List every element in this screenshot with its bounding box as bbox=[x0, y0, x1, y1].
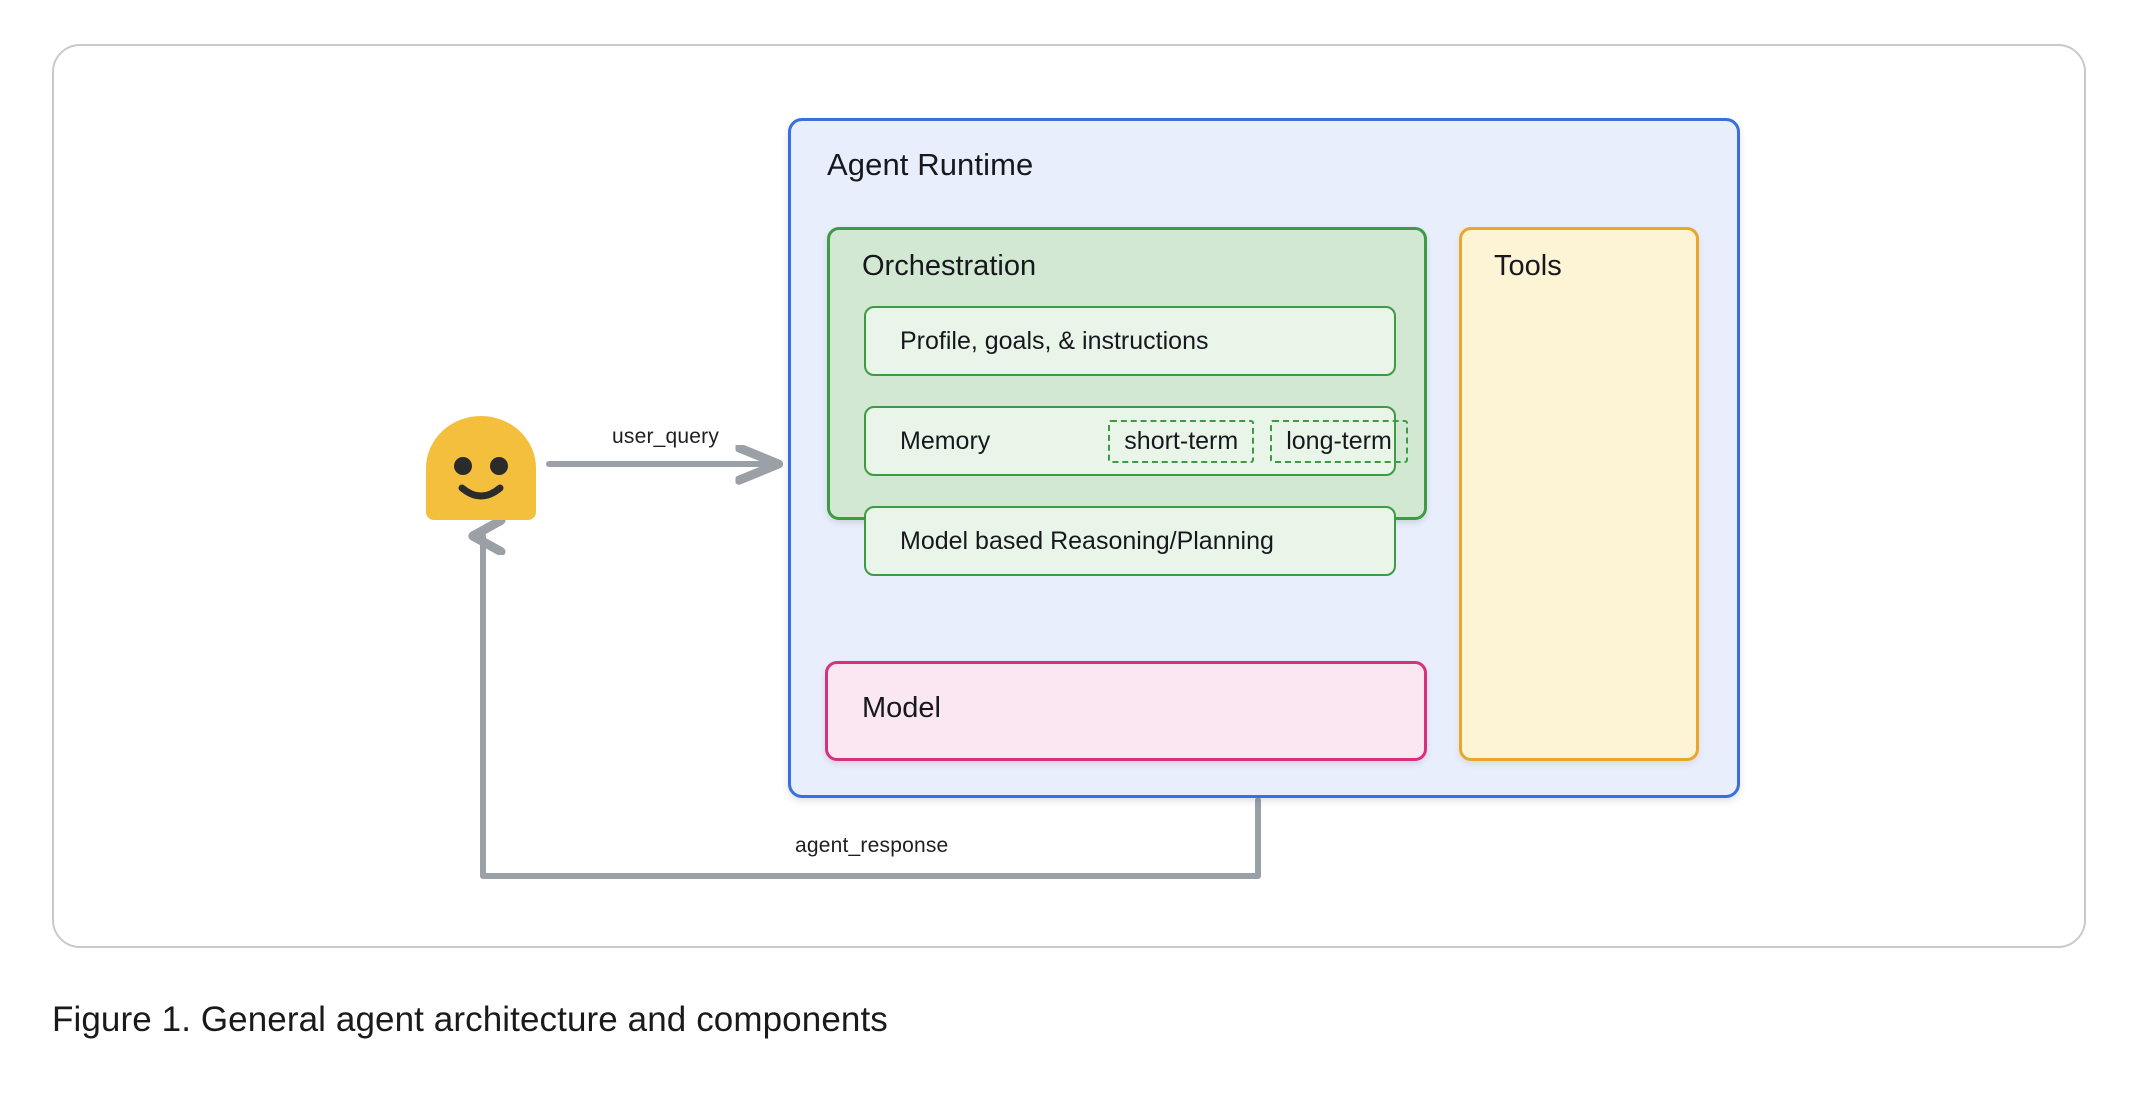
orchestration-row-profile: Profile, goals, & instructions bbox=[864, 306, 1396, 376]
orchestration-row-memory: Memory short-term long-term bbox=[864, 406, 1408, 476]
memory-tag-long-term: long-term bbox=[1270, 419, 1408, 463]
orchestration-row-label: Memory bbox=[900, 426, 991, 455]
figure-caption: Figure 1. General agent architecture and… bbox=[52, 1000, 888, 1039]
orchestration-title: Orchestration bbox=[862, 250, 1037, 282]
user-query-label: user_query bbox=[612, 425, 720, 448]
tools-title: Tools bbox=[1494, 250, 1562, 282]
memory-tag-short-term: short-term bbox=[1108, 419, 1255, 463]
memory-tags: short-term long-term bbox=[1108, 419, 1408, 463]
orchestration-row-reasoning: Model based Reasoning/Planning bbox=[864, 506, 1396, 576]
agent-response-label: agent_response bbox=[795, 834, 949, 857]
model-box: Model bbox=[825, 661, 1427, 761]
tools-box: Tools bbox=[1459, 227, 1699, 761]
orchestration-row-label: Model based Reasoning/Planning bbox=[900, 526, 1274, 555]
agent-runtime-box: Agent Runtime Orchestration Profile, goa… bbox=[788, 118, 1740, 798]
user-avatar-icon bbox=[426, 416, 536, 520]
model-title: Model bbox=[862, 692, 941, 724]
agent-runtime-title: Agent Runtime bbox=[827, 147, 1034, 182]
orchestration-box: Orchestration Profile, goals, & instruct… bbox=[827, 227, 1427, 576]
orchestration-row-label: Profile, goals, & instructions bbox=[900, 326, 1209, 355]
